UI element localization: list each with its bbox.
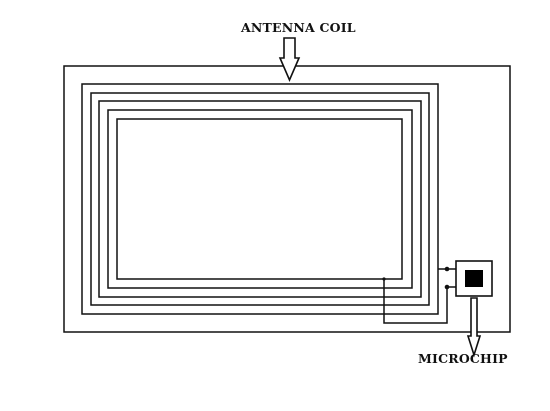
microchip-arrow bbox=[466, 297, 482, 358]
microchip-die bbox=[465, 270, 483, 287]
coil-connection-dot-bottom bbox=[444, 284, 450, 290]
antenna-coil-loop-4 bbox=[107, 109, 413, 289]
inner-lead-dot bbox=[382, 277, 386, 281]
antenna-coil-loop-5 bbox=[116, 118, 403, 280]
card-outline bbox=[63, 65, 511, 333]
antenna-coil-arrow bbox=[278, 37, 301, 83]
coil-connection-dot-top bbox=[444, 266, 450, 272]
antenna-coil-loop-1 bbox=[81, 83, 439, 315]
antenna-coil-loop-3 bbox=[98, 100, 422, 298]
coil-inner-lead bbox=[383, 279, 448, 324]
antenna-coil-loop-2 bbox=[90, 92, 430, 306]
microchip-label: MICROCHIP bbox=[418, 351, 508, 366]
antenna-coil-label: ANTENNA COIL bbox=[241, 20, 356, 35]
